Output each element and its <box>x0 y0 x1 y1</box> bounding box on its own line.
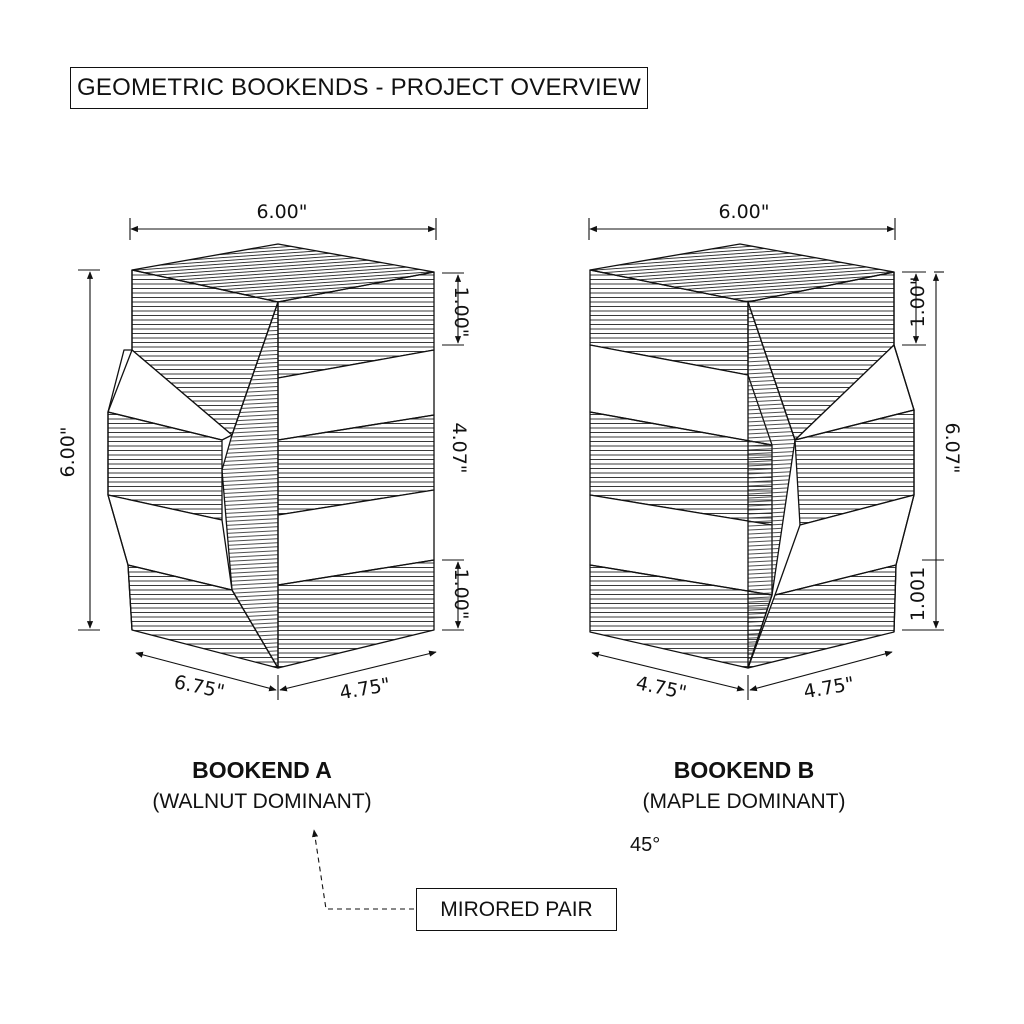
bookend-b-caption: BOOKEND B (MAPLE DOMINANT) <box>614 757 874 814</box>
bookend-b-name: BOOKEND B <box>673 757 815 783</box>
bookend-a-drawing <box>107 243 435 669</box>
bookend-a-name: BOOKEND A <box>192 757 332 783</box>
bookend-a-top-width-label: 6.00" <box>256 201 307 223</box>
bookend-b-band-mid-label: 6.07" <box>941 422 963 473</box>
bookend-b-base-right-label: 4.75" <box>802 673 856 704</box>
bookend-a-band-mid-label: 4.07" <box>448 422 470 473</box>
dimension-lines <box>78 218 944 910</box>
bookend-a-material: (WALNUT DOMINANT) <box>152 790 372 813</box>
bookend-b-band-bottom-label: 1.001 <box>907 567 929 621</box>
bookend-b-material: (MAPLE DOMINANT) <box>642 790 846 813</box>
angle-label: 45° <box>630 834 661 856</box>
mirrored-pair-box: MIRORED PAIR <box>416 888 617 931</box>
bookend-b-band-top-label: 1.00" <box>907 276 929 327</box>
bookend-a-caption: BOOKEND A (WALNUT DOMINANT) <box>132 757 392 814</box>
bookend-b-base-left-label: 4.75" <box>634 672 689 704</box>
page-title: GEOMETRIC BOOKENDS - PROJECT OVERVIEW <box>77 74 641 101</box>
title-box: GEOMETRIC BOOKENDS - PROJECT OVERVIEW <box>70 67 648 109</box>
mirrored-pair-label: MIRORED PAIR <box>440 897 593 921</box>
bookend-a-base-right-label: 4.75" <box>338 674 392 705</box>
bookend-a-band-top-label: 1.00" <box>450 286 472 337</box>
bookend-b-top-width-label: 6.00" <box>718 201 769 223</box>
bookend-a-base-left-label: 6.75" <box>172 671 227 703</box>
bookend-a-height-label: 6.00" <box>57 426 79 477</box>
bookend-b-drawing <box>589 243 915 669</box>
bookend-a-band-bottom-label: 1.00" <box>450 568 472 619</box>
